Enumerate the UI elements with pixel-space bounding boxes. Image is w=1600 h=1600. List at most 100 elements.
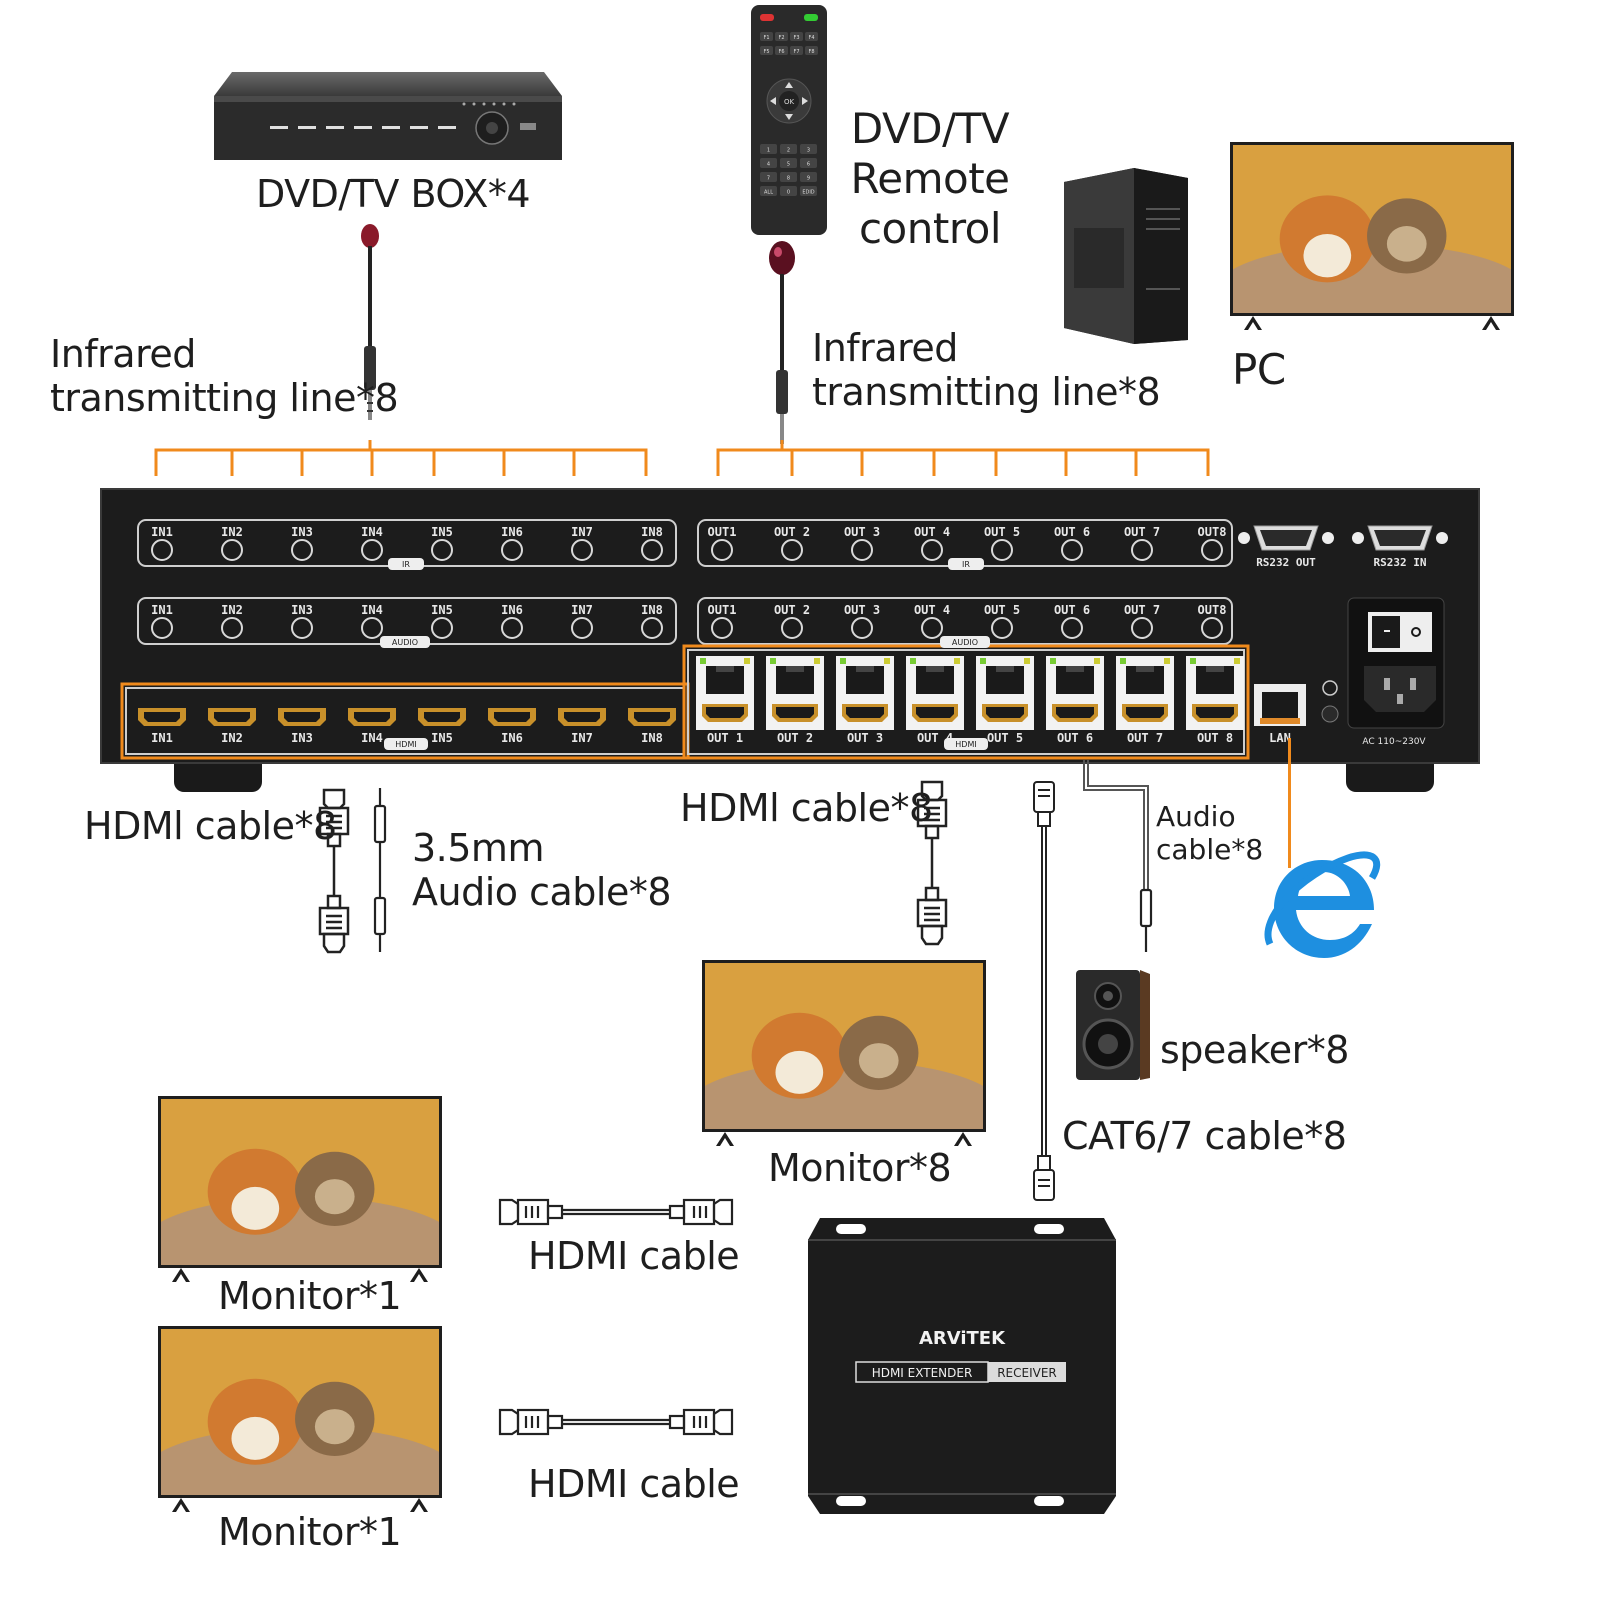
speaker-icon (1076, 970, 1150, 1080)
monitor-leg (716, 1132, 734, 1146)
hdmi-in-label: IN2 (221, 731, 243, 745)
hdmi-out-label: OUT 5 (987, 731, 1023, 745)
monitor-leg (172, 1268, 190, 1282)
port-label: OUT 2 (774, 525, 810, 539)
hdmi-cable-1-label: HDMI cable (528, 1234, 740, 1278)
lan-port (1254, 684, 1306, 726)
ir-emitter-right-icon (769, 241, 795, 444)
port-label: IN4 (361, 525, 383, 539)
jack-port (781, 539, 803, 561)
monitor1-bottom-label: Monitor*1 (218, 1510, 402, 1554)
hdmi-in-port (418, 708, 466, 726)
hdmi-extender-receiver: ARViTEK HDMI EXTENDER RECEIVER (806, 1216, 1118, 1516)
jack-port (711, 617, 733, 639)
port-label: OUT 7 (1124, 525, 1160, 539)
hdmi-in-label: IN3 (291, 731, 313, 745)
hdmi-out-label: OUT 1 (707, 731, 743, 745)
port-label: IN8 (641, 603, 663, 617)
remote-num-key: 0 (787, 190, 790, 196)
remote-num-key: 3 (807, 148, 810, 154)
cat6-cable-icon (1033, 781, 1055, 1201)
port-label: IN3 (291, 603, 313, 617)
jack-port (291, 617, 313, 639)
port-label: OUT1 (708, 603, 737, 617)
rj45-hdmi-out-port (1116, 656, 1174, 730)
port-label: OUT 7 (1124, 603, 1160, 617)
monitor1-top-label: Monitor*1 (218, 1274, 402, 1318)
hdmi-in-port (138, 708, 186, 726)
ir-brackets (154, 440, 1210, 476)
port-label: OUT 5 (984, 603, 1020, 617)
jack-port (1131, 617, 1153, 639)
hdmi-out-cable-label: HDMl cable*8 (680, 786, 933, 830)
jack-port (571, 539, 593, 561)
jack-port (221, 617, 243, 639)
hdmi-cable-in-icon (318, 788, 350, 954)
port-label: OUT 4 (914, 525, 950, 539)
receiver-box-icon: ARViTEK HDMI EXTENDER RECEIVER (808, 1218, 1116, 1514)
remote-num-key: ALL (764, 190, 773, 196)
remote-fkey: F4 (808, 35, 814, 41)
lan-label: LAN (1269, 731, 1291, 745)
receiver-brand: ARViTEK (919, 1328, 1006, 1349)
remote-fkey: F6 (778, 49, 784, 55)
port-label: IN5 (431, 603, 453, 617)
remote-num-key: 9 (807, 176, 810, 182)
jack-port (711, 539, 733, 561)
hdmi-in-label: IN1 (151, 731, 173, 745)
port-label: OUT1 (708, 525, 737, 539)
monitor-1-bottom (158, 1326, 442, 1512)
monitor-screen (1233, 145, 1511, 313)
ir-line-left-label: Infrared transmitting line*8 (50, 332, 399, 420)
remote-label: DVD/TV Remote control (850, 104, 1010, 253)
lan-link-line (1288, 738, 1291, 868)
dvd-box-label: DVD/TV BOX*4 (256, 172, 531, 216)
jack-port (1061, 539, 1083, 561)
rs232-in-label: RS232 IN (1374, 556, 1427, 569)
remote-fkey: F3 (793, 35, 799, 41)
hdmi-in-port (488, 708, 536, 726)
remote-fkey: F8 (808, 49, 814, 55)
port-label: OUT 5 (984, 525, 1020, 539)
remote-num-key: 7 (767, 176, 770, 182)
hdmi-in-port (208, 708, 256, 726)
monitor-leg (410, 1498, 428, 1512)
audio-cable-35mm-icon (373, 788, 387, 952)
port-label: IN3 (291, 525, 313, 539)
jack-port (781, 617, 803, 639)
pc-tower-icon (1064, 168, 1188, 344)
hdmi-out-label: OUT 8 (1197, 731, 1233, 745)
audio-35mm-label: 3.5mm Audio cable*8 (412, 826, 672, 914)
hdmi-in-port (628, 708, 676, 726)
hdmi-out-label: OUT 6 (1057, 731, 1093, 745)
port-label: OUT 3 (844, 603, 880, 617)
port-label: OUT8 (1198, 525, 1227, 539)
monitor8-label: Monitor*8 (768, 1146, 952, 1190)
jack-port (221, 539, 243, 561)
dvd-box-icon (214, 72, 562, 160)
port-label: IN6 (501, 603, 523, 617)
port-label: IN8 (641, 525, 663, 539)
hdmi-in-cable-label: HDMl cable*8 (84, 804, 337, 848)
port-label: IN5 (431, 525, 453, 539)
rj45-hdmi-out-port (976, 656, 1034, 730)
jack-port (921, 617, 943, 639)
rj45-hdmi-out-port (696, 656, 754, 730)
port-label: IN4 (361, 603, 383, 617)
jack-port (641, 539, 663, 561)
jack-port (501, 617, 523, 639)
jack-port (571, 617, 593, 639)
monitor-leg (172, 1498, 190, 1512)
hdmi-out-label: OUT 3 (847, 731, 883, 745)
monitor-leg (1244, 316, 1262, 330)
rj45-hdmi-out-port (836, 656, 894, 730)
hdmi-in-port (278, 708, 326, 726)
hdmi-in-label: IN8 (641, 731, 663, 745)
jack-port (361, 617, 383, 639)
ir-in-tag: IR (402, 560, 410, 569)
remote-fkey: F1 (763, 35, 769, 41)
port-label: IN7 (571, 603, 593, 617)
hdmi-in-label: IN6 (501, 731, 523, 745)
